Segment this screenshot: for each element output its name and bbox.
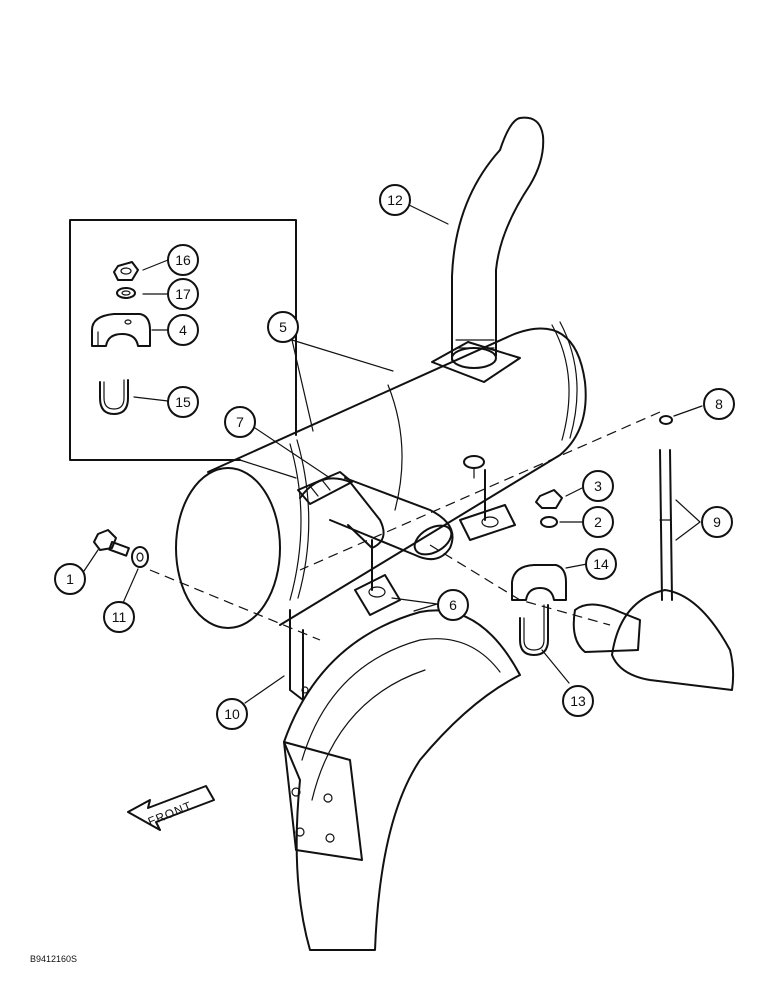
- callout-10: 10: [216, 698, 248, 730]
- washer-11: [131, 546, 149, 568]
- callout-2: 2: [582, 506, 614, 538]
- frame-casting: [283, 609, 521, 951]
- callout-12-label: 12: [387, 192, 403, 208]
- axle-housing: [572, 589, 735, 691]
- bolt-1: [93, 529, 130, 557]
- callout-8: 8: [703, 388, 735, 420]
- callout-3-label: 3: [594, 478, 602, 494]
- leader-lines: [83, 203, 703, 704]
- callout-6: 6: [437, 589, 469, 621]
- clamp-14: [511, 564, 567, 601]
- callout-13-label: 13: [570, 693, 586, 709]
- washer-2: [540, 516, 558, 528]
- front-direction-arrow: FRONT: [127, 785, 215, 831]
- callout-17-label: 17: [175, 286, 191, 302]
- callout-10-label: 10: [224, 706, 240, 722]
- callout-1-label: 1: [66, 571, 74, 587]
- callout-9-label: 9: [713, 514, 721, 530]
- callout-4-label: 4: [179, 322, 187, 338]
- callout-6-label: 6: [449, 597, 457, 613]
- callout-9: 9: [701, 506, 733, 538]
- inset-nut-16: [113, 261, 139, 281]
- callout-15: 15: [167, 386, 199, 418]
- callout-1: 1: [54, 563, 86, 595]
- exhaust-stack: [431, 116, 545, 383]
- front-label: FRONT: [146, 798, 194, 828]
- muffler-cap: [463, 455, 485, 479]
- drawing-code: B9412160S: [30, 954, 77, 964]
- nut-3: [535, 489, 563, 509]
- callout-4: 4: [167, 314, 199, 346]
- callout-3: 3: [582, 470, 614, 502]
- callout-2-label: 2: [594, 514, 602, 530]
- inset-clamp-4: [91, 313, 151, 347]
- u-bolt-13: [519, 604, 549, 656]
- rod-9: [659, 415, 673, 601]
- callout-8-label: 8: [715, 396, 723, 412]
- callout-7: 7: [224, 406, 256, 438]
- callout-11: 11: [103, 601, 135, 633]
- callout-11-label: 11: [112, 609, 127, 625]
- callout-7-label: 7: [236, 414, 244, 430]
- callout-17: 17: [167, 278, 199, 310]
- callout-12: 12: [379, 184, 411, 216]
- inset-washer-17: [116, 287, 136, 299]
- callout-16: 16: [167, 244, 199, 276]
- callout-5-label: 5: [279, 319, 287, 335]
- callout-16-label: 16: [175, 252, 191, 268]
- callout-14-label: 14: [593, 556, 609, 572]
- callout-15-label: 15: [175, 394, 191, 410]
- callout-13: 13: [562, 685, 594, 717]
- callout-14: 14: [585, 548, 617, 580]
- callout-5: 5: [267, 311, 299, 343]
- inlet-pipe: [297, 471, 454, 561]
- detail-inset-box: [69, 219, 297, 479]
- mounting-bracket: [289, 469, 516, 701]
- inset-u-bolt-15: [99, 379, 129, 415]
